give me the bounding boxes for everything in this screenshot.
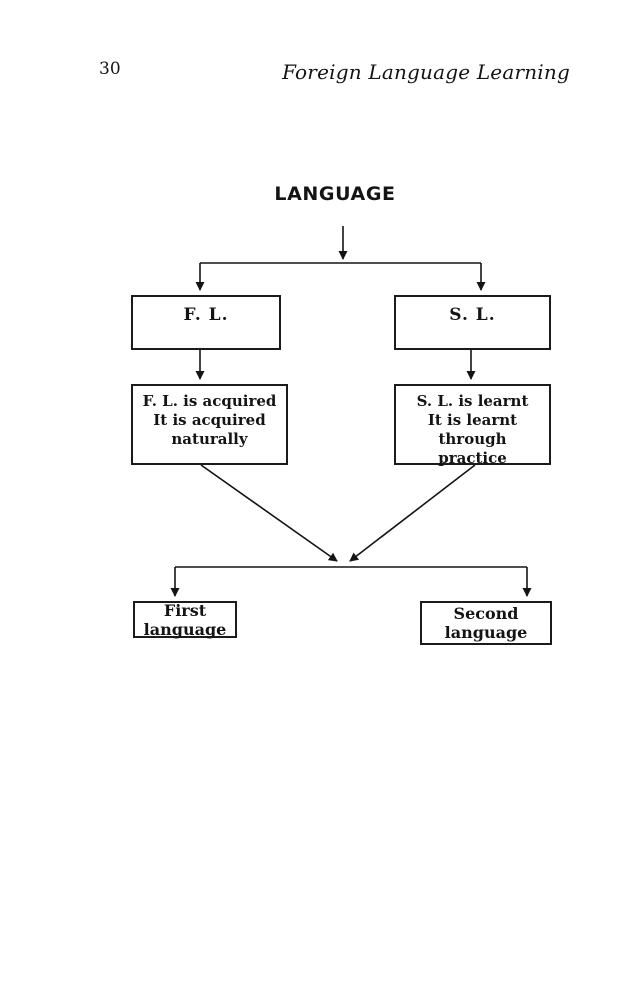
running-header-title: Foreign Language Learning — [282, 60, 570, 84]
fl-box: F. L. — [131, 295, 281, 350]
sl-description-box: S. L. is learnt It is learnt through pra… — [394, 384, 551, 467]
first-language-box: First language — [133, 600, 237, 639]
fl-desc-line-2: It is acquired — [153, 411, 266, 429]
fl-box-label: F. L. — [183, 305, 229, 325]
sl-desc-line-2: It is learnt through — [427, 411, 518, 448]
page-number: 30 — [99, 59, 121, 79]
second-language-box: Second language — [420, 601, 552, 645]
fl-desc-line-3: naturally — [171, 430, 248, 448]
sl-desc-line-3: practice — [438, 449, 507, 467]
first-language-label: First language — [143, 600, 227, 639]
diagram-title: LANGUAGE — [274, 183, 396, 205]
sl-box: S. L. — [394, 295, 551, 350]
fl-desc-line-1: F. L. is acquired — [142, 392, 277, 410]
fl-description-box: F. L. is acquired It is acquired natural… — [131, 384, 288, 465]
sl-desc-line-1: S. L. is learnt — [416, 392, 529, 410]
sl-box-label: S. L. — [449, 305, 496, 325]
arrow-sl-diagonal — [349, 464, 476, 562]
arrow-fl-diagonal — [200, 464, 338, 562]
second-language-label: Second language — [444, 604, 528, 642]
